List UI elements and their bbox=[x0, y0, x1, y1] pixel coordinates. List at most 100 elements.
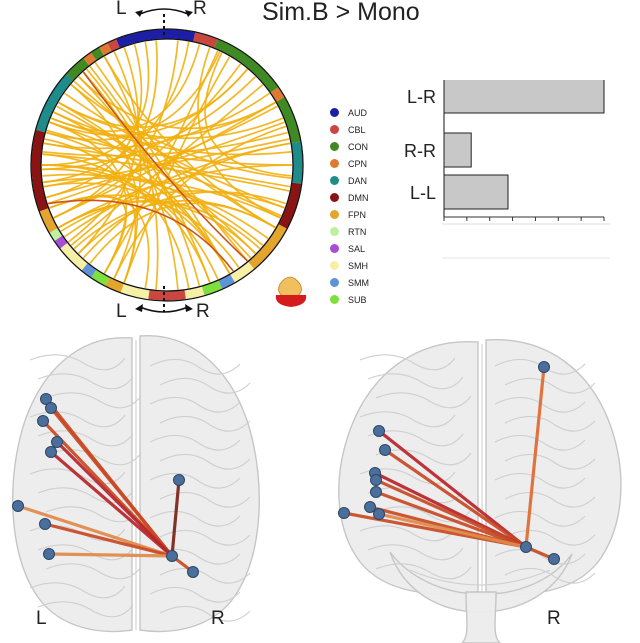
brain-connection bbox=[524, 365, 546, 549]
bar bbox=[443, 132, 472, 168]
legend-item: SAL bbox=[330, 241, 365, 256]
brain-fold bbox=[45, 392, 142, 409]
brain-fold bbox=[149, 586, 241, 603]
legend-swatch bbox=[330, 295, 339, 304]
brain-connection bbox=[55, 440, 174, 558]
figure-title: Sim.B > Mono bbox=[262, 0, 420, 26]
orientation-brain-icon bbox=[278, 276, 302, 297]
connection-edge bbox=[47, 105, 278, 205]
brain-fold bbox=[29, 582, 126, 599]
legend-item: RTN bbox=[330, 224, 366, 239]
brain-node bbox=[364, 501, 376, 513]
brain-fold bbox=[45, 563, 142, 580]
connection-edge bbox=[113, 125, 287, 279]
connection-edge bbox=[42, 153, 290, 192]
connection-edge bbox=[77, 191, 287, 255]
ring-segment bbox=[107, 39, 120, 52]
ring-segment bbox=[31, 129, 49, 212]
brain-fold bbox=[149, 396, 241, 413]
connection-edge bbox=[49, 121, 128, 274]
connection-edge bbox=[77, 47, 139, 255]
brain-node bbox=[45, 402, 57, 414]
brain-fold bbox=[375, 563, 472, 580]
brain-node bbox=[40, 393, 52, 405]
connection-edge bbox=[60, 190, 285, 232]
brain-fold bbox=[494, 434, 586, 451]
brain-fold bbox=[37, 601, 134, 618]
connection-edge bbox=[103, 56, 276, 229]
ring-segment bbox=[60, 242, 88, 271]
connection-edge bbox=[103, 56, 159, 290]
legend-item: AUD bbox=[330, 105, 367, 120]
brain-fold bbox=[359, 525, 456, 542]
coronal-brain-view bbox=[338, 339, 622, 643]
brain-node bbox=[45, 446, 57, 458]
brain-fold bbox=[149, 434, 241, 451]
legend-swatch bbox=[330, 108, 339, 117]
connection-edge bbox=[50, 44, 201, 133]
legend-swatch bbox=[330, 227, 339, 236]
brain-fold bbox=[159, 605, 251, 622]
bar bbox=[443, 174, 509, 210]
ring-inner-border bbox=[40, 38, 294, 292]
legend-label: SMH bbox=[348, 260, 368, 271]
ring-segment bbox=[278, 182, 302, 229]
brain-fold bbox=[45, 449, 142, 466]
orientation-brain-icon-base bbox=[275, 295, 307, 307]
brain-fold bbox=[149, 510, 241, 527]
connection-edge bbox=[77, 75, 211, 283]
ring-segment bbox=[230, 261, 255, 283]
connection-edge bbox=[43, 138, 290, 188]
legend-swatch bbox=[330, 210, 339, 219]
ring-segment bbox=[91, 269, 110, 286]
brain-connection bbox=[374, 490, 528, 549]
brain-fold bbox=[375, 449, 472, 466]
connectogram bbox=[30, 8, 307, 313]
brain-fold bbox=[37, 373, 134, 390]
ring-segment bbox=[201, 280, 223, 296]
axial-brain-view bbox=[12, 335, 260, 633]
brain-node bbox=[43, 548, 55, 560]
connection-edge bbox=[70, 84, 264, 246]
brain-connection bbox=[47, 552, 174, 558]
legend-label: SMM bbox=[348, 277, 369, 288]
bar-category-label: R-R bbox=[404, 141, 436, 161]
connection-bar-chart: L-RR-RL-L bbox=[404, 80, 610, 259]
brain-node bbox=[370, 486, 382, 498]
bar-category-label: L-L bbox=[410, 183, 436, 203]
brain-node bbox=[520, 541, 532, 553]
brain-connection bbox=[377, 429, 528, 549]
ring-segment bbox=[39, 208, 58, 233]
legend-label: SAL bbox=[348, 243, 366, 254]
brain-connection bbox=[49, 406, 174, 558]
brain-node bbox=[166, 550, 178, 562]
brain-fold bbox=[504, 529, 596, 546]
brain-fold bbox=[37, 487, 134, 504]
legend-label: DMN bbox=[348, 192, 369, 203]
ring-segment bbox=[105, 277, 124, 293]
brain-connection bbox=[170, 478, 181, 558]
legend-swatch bbox=[330, 142, 339, 151]
legend-item: DAN bbox=[330, 173, 367, 188]
legend-item: SMM bbox=[330, 275, 369, 290]
circle-bottom-right-label: R bbox=[196, 301, 210, 322]
brain-fold bbox=[159, 567, 251, 584]
connection-edge bbox=[82, 142, 291, 259]
brain-fold bbox=[504, 491, 596, 508]
brain-fold bbox=[504, 453, 596, 470]
connection-edge bbox=[113, 51, 142, 279]
ring-segment bbox=[83, 52, 97, 66]
connection-edge-strong bbox=[82, 71, 248, 262]
legend-label: AUD bbox=[348, 107, 368, 118]
brain-node bbox=[548, 553, 560, 565]
connection-edge bbox=[53, 63, 242, 219]
brain-fold bbox=[159, 453, 251, 470]
brain-node bbox=[373, 508, 385, 520]
arrowhead bbox=[135, 10, 143, 17]
brain-node bbox=[338, 507, 350, 519]
circle-bottom-left-label: L bbox=[116, 301, 127, 322]
connection-edge bbox=[42, 168, 211, 283]
brain-fold bbox=[159, 377, 251, 394]
legend-item: FPN bbox=[330, 207, 366, 222]
brain-fold bbox=[29, 468, 126, 485]
